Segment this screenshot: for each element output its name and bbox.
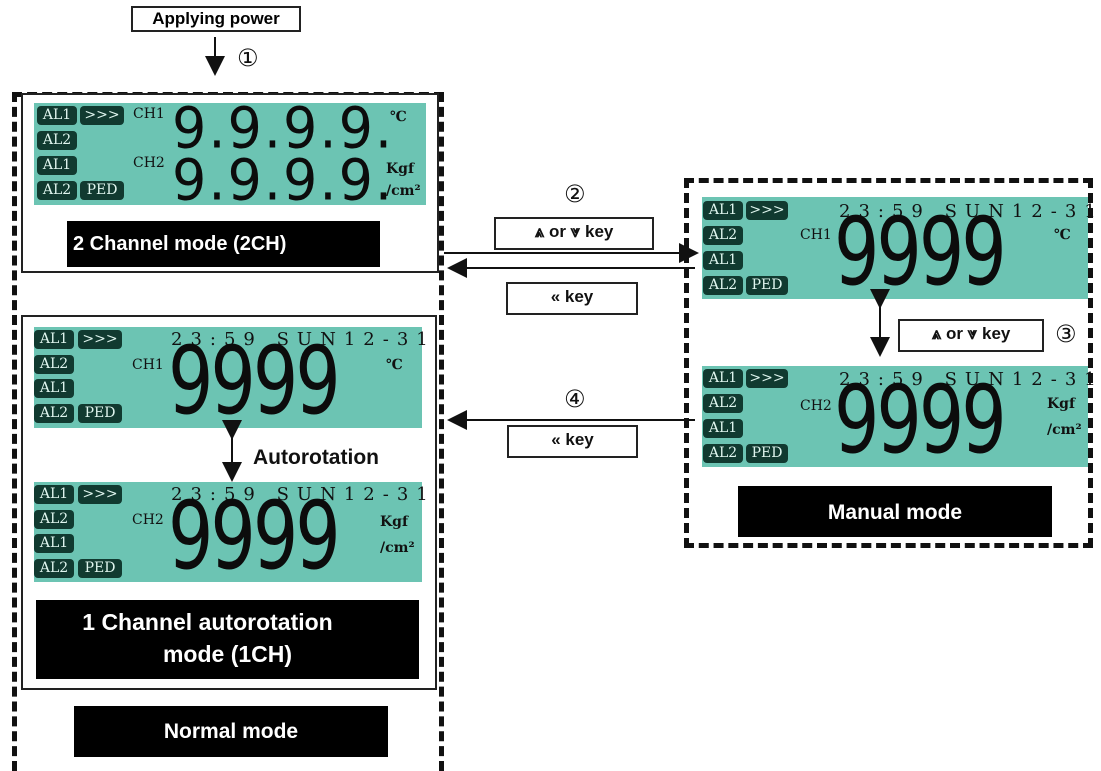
one-channel-caption-line2: mode (1CH) [162, 641, 293, 667]
one-channel-bottom-lcd: AL1 >>> AL2 AL1 AL2 PED 23:59 SUN12-31 C… [34, 482, 428, 591]
ch1-value: 9999 [168, 327, 341, 436]
back-key-button[interactable]: « key [506, 282, 638, 315]
one-channel-caption-line1: 1 Channel autorotation [82, 609, 333, 635]
al2-tag: AL2 [703, 394, 743, 413]
al1-tag: AL1 [37, 156, 77, 175]
kgf-unit: Kgf [1047, 396, 1075, 412]
al2-tag: AL2 [34, 355, 74, 374]
arrows-tag: >>> [78, 485, 122, 504]
manual-top-lcd: AL1 >>> AL2 AL1 AL2 PED 23:59 SUN12-31 C… [702, 197, 1096, 307]
back-key-button[interactable]: « key [507, 425, 638, 458]
clock-readout: 23:59 SUN12-31 [171, 484, 436, 505]
manual-bottom-lcd: AL1 >>> AL2 AL1 AL2 PED 23:59 SUN12-31 C… [702, 366, 1096, 475]
one-channel-top-lcd: AL1 >>> AL2 AL1 AL2 PED 23:59 SUN12-31 C… [34, 327, 428, 436]
arrows-tag: >>> [746, 369, 788, 388]
ch1-value: 9999 [834, 198, 1007, 307]
al1-tag: AL1 [34, 330, 74, 349]
ch2-value: 9999 [168, 482, 341, 591]
al1-tag: AL1 [703, 201, 743, 220]
one-channel-caption: 1 Channel autorotation mode (1CH) [36, 600, 419, 679]
normal-mode-caption: Normal mode [74, 706, 388, 757]
ch2-label: CH2 [133, 155, 165, 171]
al1-tag: AL1 [703, 369, 743, 388]
al2-tag: AL2 [34, 559, 74, 578]
ch1-label: CH1 [132, 357, 164, 373]
al2-tag: AL2 [37, 181, 77, 200]
cm2-unit: /cm² [1047, 422, 1082, 438]
ped-tag: PED [78, 559, 122, 578]
step-4-marker: ④ [564, 385, 586, 413]
ch2-value: 9.9.9.9. [172, 147, 395, 214]
clock-readout: 23:59 SUN12-31 [171, 329, 436, 350]
al1-tag: AL1 [34, 534, 74, 553]
al1-tag: AL1 [34, 485, 74, 504]
al2-tag: AL2 [34, 510, 74, 529]
two-channel-caption: 2 Channel mode (2CH) [67, 221, 380, 267]
ch2-label: CH2 [132, 512, 164, 528]
ch1-label: CH1 [800, 227, 832, 243]
kgf-unit: Kgf [386, 161, 414, 177]
ped-tag: PED [746, 276, 788, 295]
autorotation-label: Autorotation [253, 446, 379, 469]
arrows-tag: >>> [746, 201, 788, 220]
ch1-value: 9.9.9.9. [172, 95, 395, 162]
clock-readout: 23:59 SUN12-31 [839, 369, 1101, 390]
ch1-label: CH1 [133, 106, 165, 122]
celsius-unit: ℃ [1054, 227, 1071, 243]
al1-tag: AL1 [703, 419, 743, 438]
al2-tag: AL2 [37, 131, 77, 150]
kgf-unit: Kgf [380, 514, 408, 530]
ped-tag: PED [746, 444, 788, 463]
ch2-value: 9999 [834, 366, 1007, 475]
celsius-unit: ℃ [386, 357, 403, 373]
cm2-unit: /cm² [380, 540, 415, 556]
al1-tag: AL1 [37, 106, 77, 125]
up-down-key-button[interactable]: ⩓ or ⩔ key [898, 319, 1044, 352]
step-2-marker: ② [564, 180, 586, 208]
ped-tag: PED [78, 404, 122, 423]
al1-tag: AL1 [34, 379, 74, 398]
clock-readout: 23:59 SUN12-31 [839, 201, 1101, 222]
cm2-unit: /cm² [386, 183, 421, 199]
applying-power-label: Applying power [131, 6, 301, 32]
manual-mode-caption: Manual mode [738, 486, 1052, 537]
celsius-unit: ℃ [390, 109, 407, 125]
up-down-key-button[interactable]: ⩓ or ⩔ key [494, 217, 654, 250]
arrows-tag: >>> [80, 106, 124, 125]
arrows-tag: >>> [78, 330, 122, 349]
al2-tag: AL2 [703, 444, 743, 463]
step-3-marker: ③ [1055, 320, 1077, 348]
al2-tag: AL2 [703, 226, 743, 245]
al2-tag: AL2 [34, 404, 74, 423]
two-channel-lcd: AL1 >>> AL2 AL1 AL2 PED CH1 CH2 9.9.9.9.… [34, 95, 426, 213]
step-1-marker: ① [237, 44, 259, 72]
manual-mode-group [684, 178, 1093, 548]
ped-tag: PED [80, 181, 124, 200]
ch2-label: CH2 [800, 398, 832, 414]
al1-tag: AL1 [703, 251, 743, 270]
al2-tag: AL2 [703, 276, 743, 295]
